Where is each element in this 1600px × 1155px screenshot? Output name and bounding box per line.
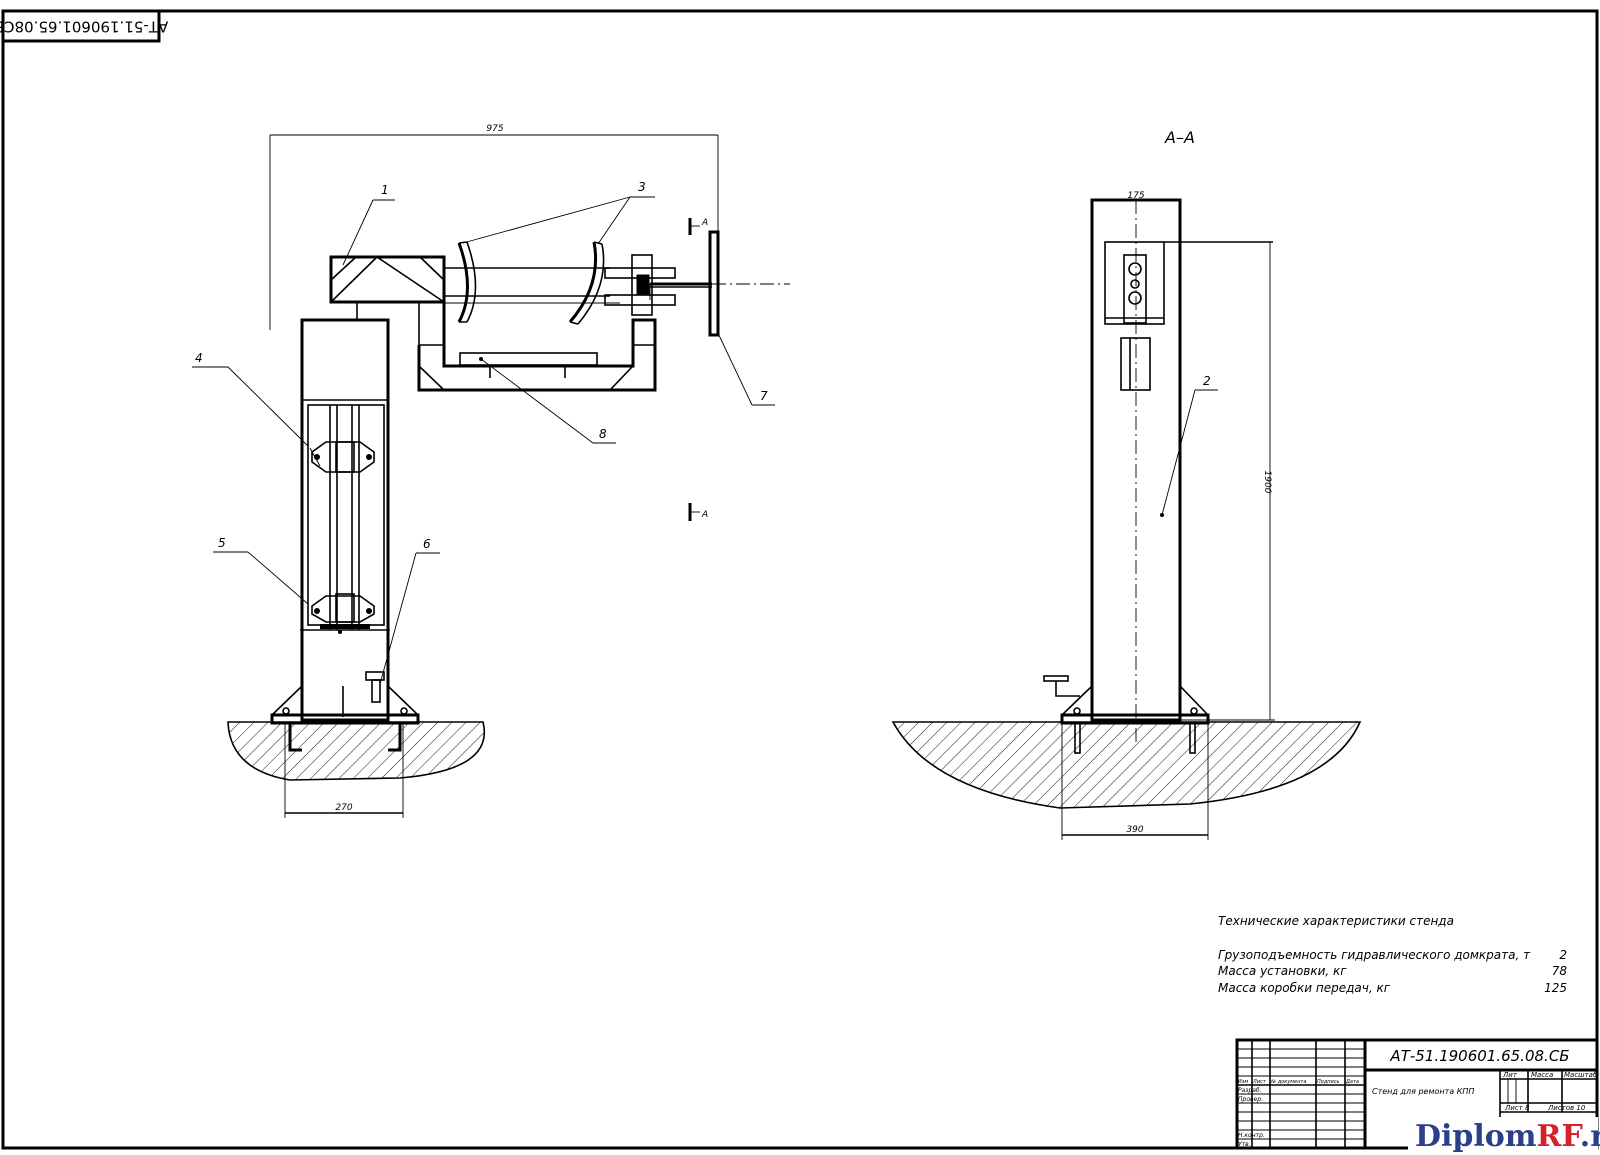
clamp-mechanism [604, 230, 790, 337]
callout-8-text: 8 [599, 427, 607, 441]
tb-col-sign: Подпись [1317, 1079, 1340, 1085]
tb-name: Стенд для ремонта КПП [1372, 1087, 1474, 1096]
callout-6: 6 [379, 537, 440, 685]
svg-text:DiplomRF.ru: DiplomRF.ru [1415, 1119, 1600, 1154]
callout-5-text: 5 [218, 536, 226, 550]
spec-value-2: 78 [1552, 964, 1568, 978]
ground-left [227, 721, 486, 781]
tb-col-date: Дата [1345, 1079, 1359, 1085]
spec-label-1: Грузоподъемность гидравлического домкрат… [1218, 948, 1531, 962]
curved-supports [457, 241, 605, 325]
dim-right-top-text: 175 [1127, 191, 1144, 201]
callout-7-text: 7 [760, 389, 768, 403]
jack-pedal [1043, 675, 1080, 697]
dim-left-base: 270 [284, 723, 404, 818]
callout-1: 1 [342, 183, 395, 266]
tb-col-doc: № документа [1270, 1079, 1306, 1085]
upper-arm [329, 255, 446, 345]
section-mark-top-text: А [701, 218, 708, 228]
watermark-part2: RF [1537, 1119, 1583, 1154]
callout-8: 8 [479, 357, 616, 444]
watermark-logo: DiplomRF.ru [1408, 1117, 1600, 1154]
tb-role-developer: Разраб. [1238, 1087, 1262, 1094]
dim-left-base-text: 270 [335, 803, 352, 813]
dim-right-base: 390 [1061, 723, 1209, 840]
callout-6-text: 6 [423, 537, 431, 551]
spec-label-2: Масса установки, кг [1218, 964, 1347, 978]
title-block: Изм Лист № документа Подпись Дата Разраб… [1235, 1038, 1599, 1150]
jack-handle [342, 671, 385, 717]
jack-bracket-upper [309, 441, 375, 473]
dim-top-width: 975 [269, 124, 719, 330]
spec-label-3: Масса коробки передач, кг [1218, 981, 1391, 995]
dim-top-width-text: 975 [486, 124, 503, 134]
base-plate-right [1060, 684, 1210, 725]
tb-code: АТ-51.190601.65.08.СБ [1389, 1047, 1569, 1065]
tb-role-normcontrol: Н.контр. [1238, 1132, 1265, 1139]
corner-stamp-text: АТ-51.190601.65.08СБ [0, 18, 168, 36]
tb-hdr-lit: Лит [1502, 1071, 1518, 1079]
callout-4-text: 4 [195, 351, 203, 365]
tb-role-approved: Утв. [1238, 1141, 1251, 1148]
ground-right [891, 721, 1362, 809]
callout-3-text: 3 [638, 180, 646, 194]
spec-value-1: 2 [1559, 948, 1567, 962]
tb-col-list: Лист [1252, 1079, 1267, 1085]
dim-right-base-text: 390 [1126, 825, 1143, 835]
callout-2-text: 2 [1203, 374, 1211, 388]
callout-1-text: 1 [381, 183, 389, 197]
sheet-frame [1, 9, 1599, 1150]
cradle-frame [417, 267, 657, 392]
tb-sheets: Листов 10 [1547, 1104, 1586, 1112]
callout-7: 7 [716, 330, 775, 406]
spec-value-3: 125 [1544, 981, 1567, 995]
callout-5: 5 [213, 536, 309, 605]
specs-title: Технические характеристики стенда [1218, 914, 1454, 928]
section-mark-bottom-text: А [701, 510, 708, 520]
section-mark-bottom: А [688, 503, 708, 521]
tb-col-izm: Изм [1238, 1079, 1248, 1085]
tb-sheet: Лист 8 [1504, 1104, 1530, 1112]
callout-2: 2 [1160, 374, 1218, 517]
vertical-column [300, 318, 390, 722]
section-label: А–А [1164, 128, 1195, 147]
section-top-bracket [1104, 241, 1273, 391]
dim-right-height: 1900 [1180, 242, 1275, 721]
callout-3: 3 [462, 180, 655, 245]
callout-4: 4 [192, 351, 309, 447]
section-mark-top: А [688, 218, 708, 235]
tb-role-checker: Провер. [1238, 1096, 1263, 1103]
tb-hdr-mass: Масса [1531, 1071, 1553, 1079]
watermark-part1: Diplom [1415, 1119, 1537, 1154]
jack-bracket-lower [311, 593, 375, 634]
corner-stamp: АТ-51.190601.65.08СБ [0, 9, 168, 43]
technical-specs: Технические характеристики стенда Грузоп… [1218, 914, 1567, 995]
dim-right-height-text: 1900 [1262, 471, 1272, 494]
front-view: 975 [227, 124, 790, 818]
watermark-part3: .ru [1580, 1119, 1600, 1154]
section-view: А–А 175 1900 [891, 128, 1362, 840]
base-plate-left [270, 684, 420, 725]
tb-hdr-scale: Масштаб [1564, 1071, 1598, 1079]
